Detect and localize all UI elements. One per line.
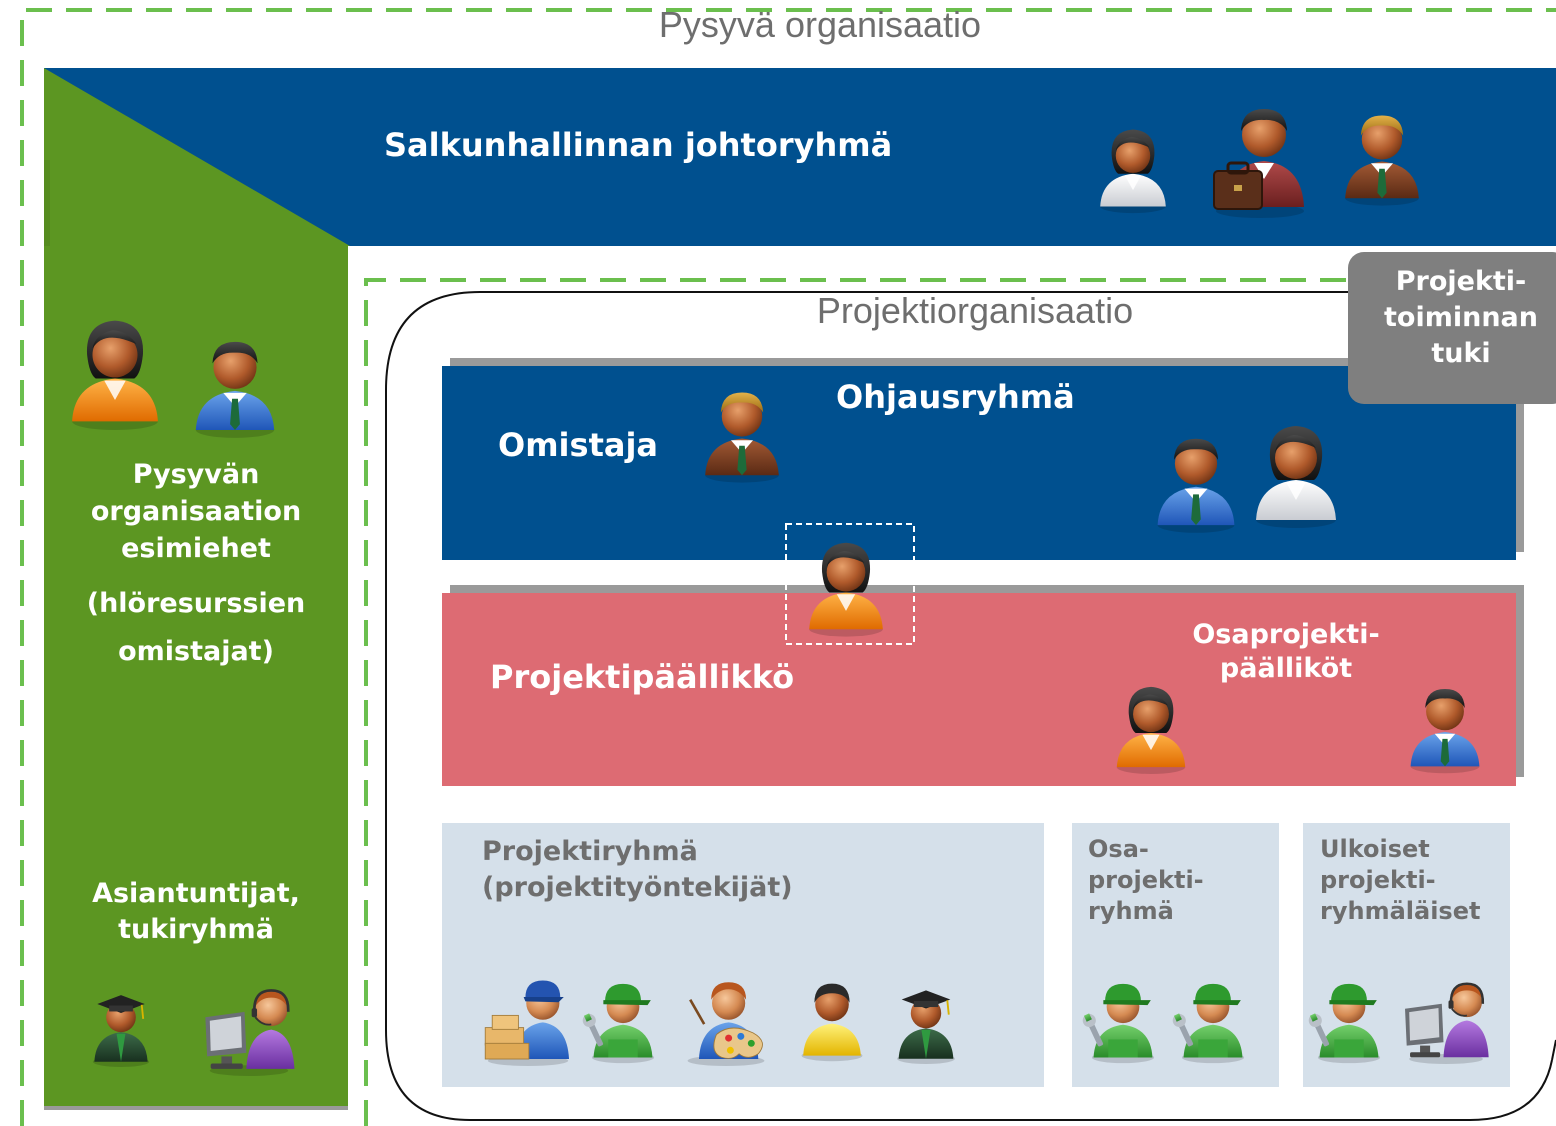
mechanic-icon <box>1080 974 1166 1064</box>
managers-sub-line: omistajat) <box>118 636 274 667</box>
outer-title: Pysyvä organisaatio <box>658 4 982 45</box>
mechanic-icon <box>1170 974 1256 1064</box>
subproject-team-line: Osa- <box>1088 835 1149 863</box>
project-team-label: Projektiryhmä (projektityöntekijät) <box>482 834 793 906</box>
managers-label: Pysyvän organisaation esimiehet <box>44 456 348 567</box>
graduate-icon <box>888 980 964 1066</box>
external-team-label: Ulkoiset projekti- ryhmäläiset <box>1320 834 1480 927</box>
top-bar-title: Salkunhallinnan johtoryhmä <box>384 126 893 164</box>
subproject-team-line: projekti- <box>1088 866 1204 894</box>
managers-line: Pysyvän <box>132 459 260 490</box>
managers-line: esimiehet <box>121 533 271 564</box>
owner-label: Omistaja <box>498 426 659 464</box>
support-tab-line: tuki <box>1431 338 1491 369</box>
managers-sub-label: (hlöresurssien omistajat) <box>44 580 348 676</box>
person-yellow-icon <box>792 972 872 1064</box>
project-manager-icon <box>800 532 892 640</box>
subproject-manager-female-icon <box>1108 680 1194 774</box>
managers-sub-line: (hlöresurssien <box>86 588 306 619</box>
exec-briefcase-icon <box>1210 98 1310 220</box>
owner-icon <box>696 378 788 486</box>
delivery-worker-icon <box>478 970 578 1066</box>
mechanic-icon <box>1306 974 1392 1064</box>
support-tab-label: Projekti- toiminnan tuki <box>1356 264 1556 372</box>
external-team-line: projekti- <box>1320 866 1436 894</box>
external-team-line: ryhmäläiset <box>1320 897 1481 925</box>
project-team-line: Projektiryhmä <box>482 836 698 867</box>
mechanic-icon <box>580 974 666 1064</box>
steering-male-icon <box>1148 426 1244 534</box>
experts-label: Asiantuntijat, tukiryhmä <box>44 876 348 948</box>
experts-line: tukiryhmä <box>118 914 274 945</box>
steering-title: Ohjausryhmä <box>836 378 1075 416</box>
project-team-line: (projektityöntekijät) <box>482 872 793 903</box>
subproject-managers-line: päälliköt <box>1219 653 1353 684</box>
support-tab-line: toiminnan <box>1384 302 1538 333</box>
project-org-title: Projektiorganisaatio <box>816 290 1134 331</box>
helpdesk-icon <box>1396 972 1496 1064</box>
steering-female-icon <box>1246 414 1346 532</box>
support-tab-line: Projekti- <box>1395 266 1527 297</box>
subproject-managers-line: Osaprojekti- <box>1192 619 1380 650</box>
experts-line: Asiantuntijat, <box>92 878 300 909</box>
painter-icon <box>676 970 776 1066</box>
managers-line: organisaation <box>90 496 302 527</box>
external-team-line: Ulkoiset <box>1320 835 1430 863</box>
subproject-team-label: Osa- projekti- ryhmä <box>1088 834 1204 927</box>
subproject-team-line: ryhmä <box>1088 897 1174 925</box>
pm-title: Projektipäällikkö <box>490 658 795 696</box>
subproject-managers-label: Osaprojekti- päälliköt <box>1166 618 1406 686</box>
subproject-manager-male-icon <box>1402 676 1488 776</box>
